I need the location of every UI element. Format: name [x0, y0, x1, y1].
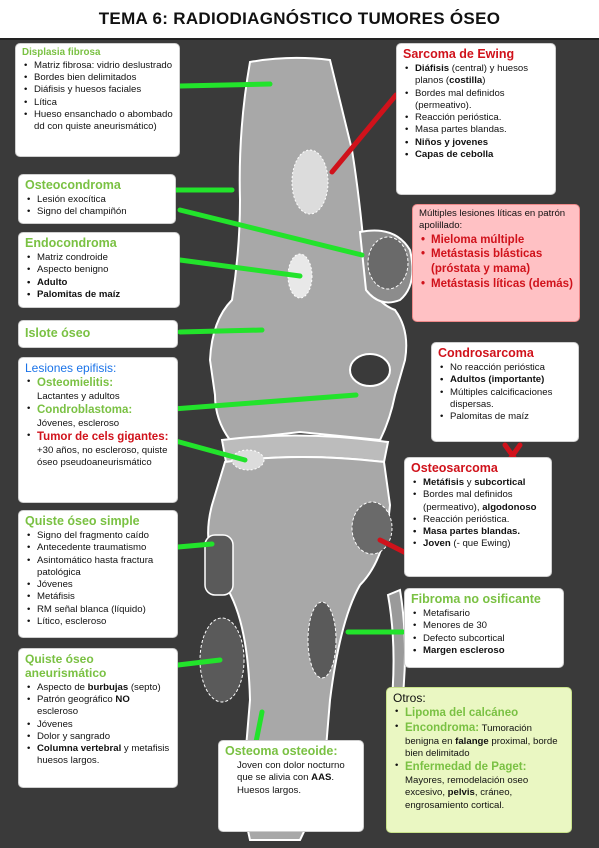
lesion-multiple: [367, 236, 409, 290]
displasia-item: Diáfisis y huesos faciales: [24, 84, 173, 97]
box-condrosarcoma: Condrosarcoma No reacción perióstica Adu…: [431, 342, 579, 442]
fibroma-title: Fibroma no osificante: [411, 592, 541, 606]
box-aneurismatico: Quiste óseo aneurismático Aspecto de bur…: [18, 648, 178, 788]
osteomielitis-desc: Lactantes y adultos: [37, 391, 120, 403]
ewing-item: Masa partes blandas.: [405, 124, 549, 137]
box-ewing: Sarcoma de Ewing Diáfisis (central) y hu…: [396, 43, 556, 195]
lesion-quiste-simple: [204, 534, 234, 596]
aneurismatico-item: Aspecto de burbujas (septo): [27, 682, 171, 695]
lesion-ewing: [291, 149, 329, 215]
osteomielitis-label: Osteomielitis:: [37, 377, 114, 390]
displasia-item: Hueso ensanchado o abombado dd con quist…: [24, 109, 173, 134]
condroblastoma-desc: Jóvenes, escleroso: [37, 418, 120, 430]
quiste-item: Asintomático hasta fractura patológica: [27, 555, 171, 580]
multiples-item: Metástasis líticas (demás): [421, 277, 573, 292]
ewing-title: Sarcoma de Ewing: [403, 47, 515, 61]
displasia-title: Displasia fibrosa: [22, 47, 101, 58]
osteosarcoma-item: Bordes mal definidos (permeativo), algod…: [413, 489, 545, 514]
multiples-intro: Múltiples lesiones líticas en patrón apo…: [419, 208, 566, 232]
displasia-item: Lítica: [24, 97, 173, 110]
condrosarcoma-item: Palomitas de maíz: [440, 411, 572, 424]
displasia-item: Bordes bien delimitados: [24, 72, 173, 85]
fibroma-item: Menores de 30: [413, 620, 557, 633]
quiste-item: Signo del fragmento caído: [27, 530, 171, 543]
osteosarcoma-title: Osteosarcoma: [411, 461, 498, 475]
tumor-desc: +30 años, no escleroso, quiste óseo pseu…: [37, 445, 168, 469]
epifisis-title: Lesiones epifisis:: [25, 361, 117, 375]
box-osteocondroma: Osteocondroma Lesión exocítica Signo del…: [18, 174, 176, 224]
box-displasia: Displasia fibrosa Matriz fibrosa: vidrio…: [15, 43, 180, 157]
paget-item: Enfermedad de Paget:Mayores, remodelació…: [395, 760, 565, 812]
lesion-fibroma: [307, 601, 337, 679]
osteocondroma-item: Signo del champiñón: [27, 206, 169, 219]
endocondroma-item: Adulto: [27, 277, 173, 290]
endocondroma-item: Palomitas de maíz: [27, 289, 173, 302]
ewing-item: Bordes mal definidos (permeativo).: [405, 88, 549, 113]
ewing-item: Reacción perióstica.: [405, 112, 549, 125]
ewing-item: Diáfisis (central) y huesos planos (cost…: [405, 63, 549, 88]
box-quiste-simple: Quiste óseo simple Signo del fragmento c…: [18, 510, 178, 638]
box-multiples: Múltiples lesiones líticas en patrón apo…: [412, 204, 580, 322]
aneurismatico-item: Patrón geográfico NO escleroso: [27, 694, 171, 719]
aneurismatico-item: Columna vertebral y metafisis huesos lar…: [27, 743, 171, 768]
condroblastoma-label: Condroblastoma:: [37, 404, 133, 417]
osteosarcoma-item: Metáfisis y subcortical: [413, 477, 545, 490]
osteoma-title: Osteoma osteoide:: [225, 744, 338, 758]
displasia-item: Matriz fibrosa: vidrio deslustrado: [24, 60, 173, 73]
lesion-epiphysis: [231, 449, 265, 471]
quiste-item: Jóvenes: [27, 579, 171, 592]
osteosarcoma-item: Reacción perióstica.: [413, 514, 545, 527]
aneurismatico-item: Dolor y sangrado: [27, 731, 171, 744]
ewing-item: Capas de cebolla: [405, 149, 549, 162]
condrosarcoma-item: No reacción perióstica: [440, 362, 572, 375]
quiste-item: Metáfisis: [27, 591, 171, 604]
condrosarcoma-title: Condrosarcoma: [438, 346, 534, 360]
lesion-condrosarcoma: [349, 353, 391, 387]
box-osteoma: Osteoma osteoide: Joven con dolor noctur…: [218, 740, 364, 832]
quiste-item: RM señal blanca (líquido): [27, 604, 171, 617]
osteoma-desc: Joven con dolor nocturno que se alivia c…: [237, 760, 345, 796]
osteosarcoma-item: Joven (- que Ewing): [413, 538, 545, 551]
lesion-osteosarcoma: [351, 501, 393, 555]
lipoma-label: Lipoma del calcáneo: [405, 707, 519, 720]
osteocondroma-title: Osteocondroma: [25, 178, 121, 192]
multiples-item: Mieloma múltiple: [421, 233, 573, 248]
aneurismatico-title: Quiste óseo aneurismático: [25, 652, 107, 681]
condrosarcoma-item: Múltiples calcificaciones dispersas.: [440, 387, 572, 412]
fibroma-item: Defecto subcortical: [413, 633, 557, 646]
quiste-title: Quiste óseo simple: [25, 514, 140, 528]
fibroma-item: Margen escleroso: [413, 645, 557, 658]
endocondroma-item: Matriz condroide: [27, 252, 173, 265]
fibroma-item: Metafisario: [413, 608, 557, 621]
osteosarcoma-item: Masa partes blandas.: [413, 526, 545, 539]
osteocondroma-item: Lesión exocítica: [27, 194, 169, 207]
endocondroma-title: Endocondroma: [25, 236, 117, 250]
box-osteosarcoma: Osteosarcoma Metáfisis y subcortical Bor…: [404, 457, 552, 577]
aneurismatico-item: Jóvenes: [27, 719, 171, 732]
connector-lines: [157, 81, 406, 745]
condrosarcoma-item: Adultos (importante): [440, 374, 572, 387]
islote-title: Islote óseo: [25, 326, 91, 340]
ewing-item: Niños y jovenes: [405, 137, 549, 150]
box-endocondroma: Endocondroma Matriz condroide Aspecto be…: [18, 232, 180, 308]
tumor-label: Tumor de cels gigantes:: [37, 431, 169, 444]
encondroma-item: Encondroma: Tumoración benigna en falang…: [395, 721, 565, 760]
box-fibroma: Fibroma no osificante Metafisario Menore…: [404, 588, 564, 668]
endocondroma-item: Aspecto benigno: [27, 264, 173, 277]
femur-shape: [208, 56, 408, 442]
page-title: TEMA 6: RADIODIAGNÓSTICO TUMORES ÓSEO: [0, 0, 599, 40]
quiste-item: Lítico, escleroso: [27, 616, 171, 629]
box-epifisis: Lesiones epifisis: Osteomielitis:Lactant…: [18, 357, 178, 503]
box-islote: Islote óseo: [18, 320, 178, 348]
quiste-item: Antecedente traumatismo: [27, 542, 171, 555]
multiples-item: Metástasis blásticas (próstata y mama): [421, 247, 573, 276]
box-otros: Otros: Lipoma del calcáneo Encondroma: T…: [386, 687, 572, 833]
otros-title: Otros:: [393, 691, 426, 705]
